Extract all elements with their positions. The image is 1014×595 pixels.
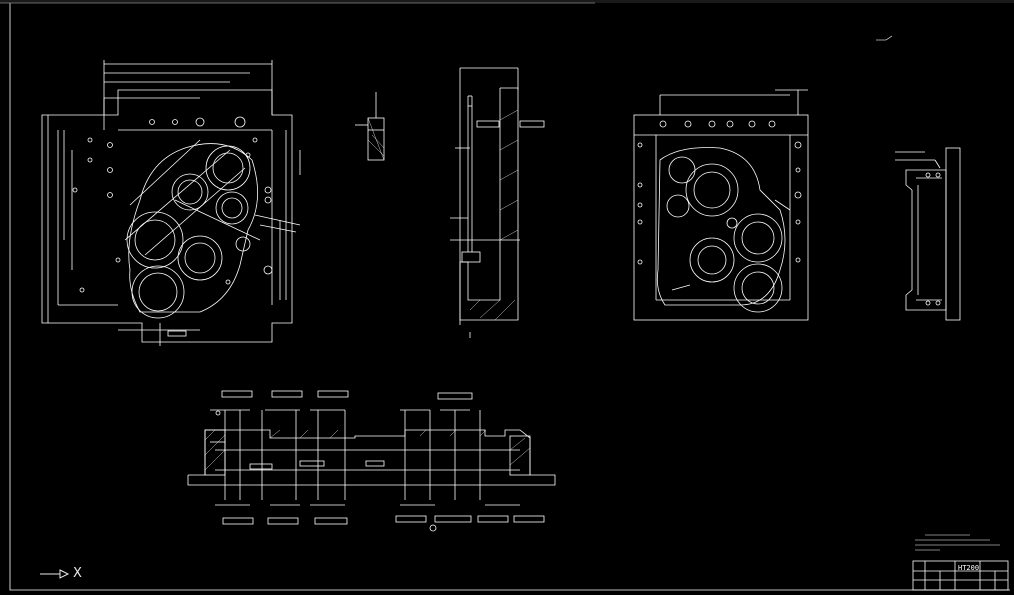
material-label: HT200 xyxy=(958,564,979,572)
bottom-section-view xyxy=(187,390,556,532)
window-top-edge xyxy=(0,0,1014,3)
ucs-x-axis-label: X xyxy=(73,566,82,581)
narrow-side-view xyxy=(895,147,961,321)
front-view xyxy=(41,60,301,346)
title-block: HT200 xyxy=(912,560,1009,591)
ucs-axis-icon xyxy=(40,569,70,579)
side-section-view xyxy=(450,67,545,338)
revision-mark xyxy=(876,35,893,41)
technical-notes xyxy=(915,534,1000,551)
section-detail-small xyxy=(355,92,385,161)
rear-view xyxy=(633,89,809,321)
